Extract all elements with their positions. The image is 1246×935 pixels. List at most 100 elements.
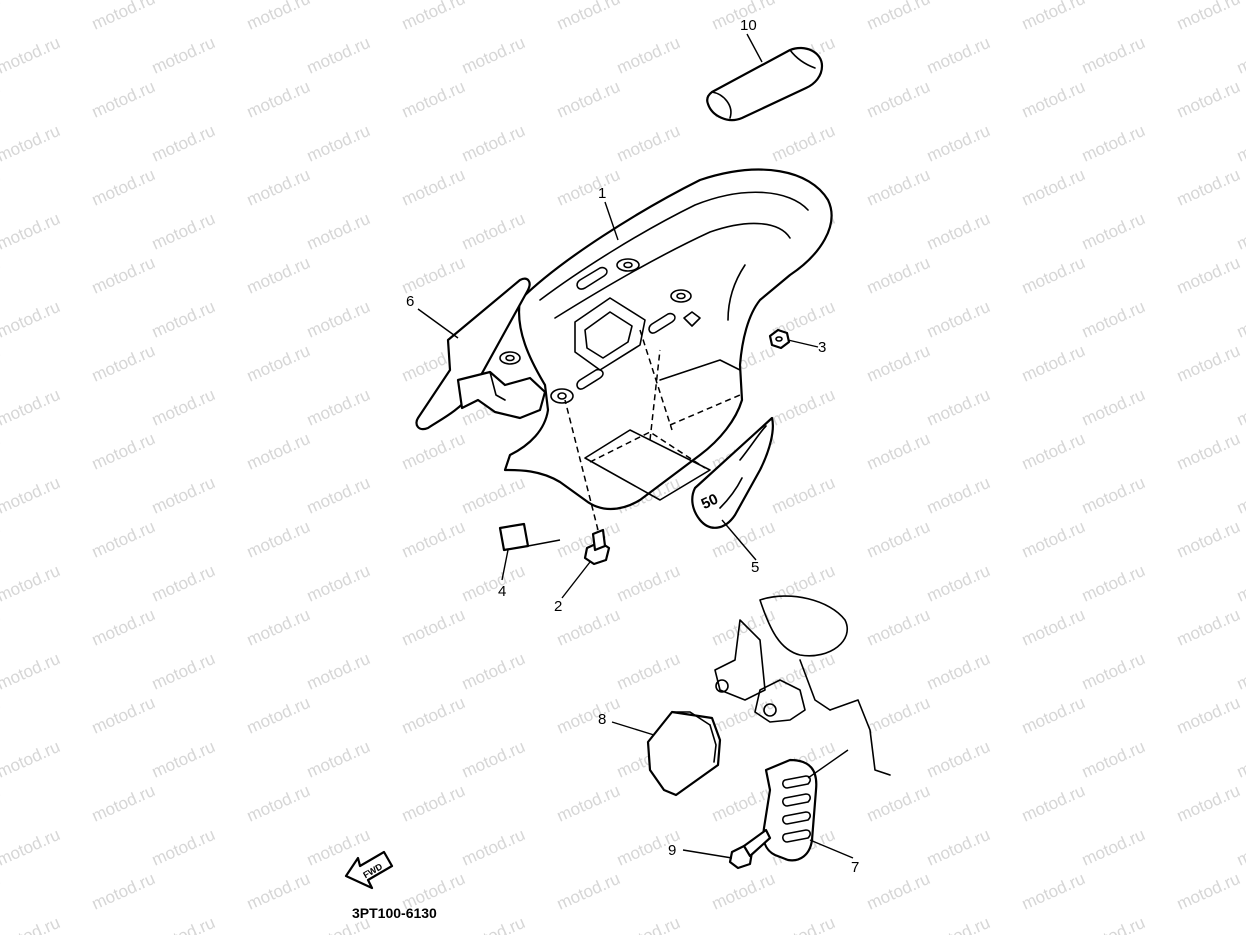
callout-3[interactable]: 3: [818, 339, 826, 356]
watermark-text: motod.ru: [1079, 737, 1148, 782]
watermark-text: motod.ru: [459, 561, 528, 606]
watermark-text: motod.ru: [864, 77, 933, 122]
part-9-bolt[interactable]: [728, 828, 772, 870]
watermark-text: motod.ru: [769, 913, 838, 935]
watermark-text: motod.ru: [1019, 341, 1088, 386]
watermark-text: motod.ru: [864, 165, 933, 210]
watermark-text: motod.ru: [244, 605, 313, 650]
watermark-text: motod.ru: [149, 473, 218, 518]
watermark-text: motod.ru: [0, 77, 3, 122]
watermark-text: motod.ru: [554, 77, 623, 122]
watermark-text: motod.ru: [89, 77, 158, 122]
watermark-text: motod.ru: [89, 0, 158, 34]
callout-5[interactable]: 5: [751, 559, 759, 576]
callout-2[interactable]: 2: [554, 598, 562, 615]
watermark-text: motod.ru: [244, 781, 313, 826]
watermark-text: motod.ru: [399, 781, 468, 826]
watermark-text: motod.ru: [1019, 693, 1088, 738]
watermark-text: motod.ru: [554, 165, 623, 210]
watermark-text: motod.ru: [459, 121, 528, 166]
watermark-text: motod.ru: [864, 341, 933, 386]
watermark-text: motod.ru: [149, 825, 218, 870]
part-5-emblem[interactable]: 50: [691, 416, 774, 529]
watermark-text: motod.ru: [399, 693, 468, 738]
watermark-text: motod.ru: [1234, 297, 1246, 342]
watermark-text: motod.ru: [769, 121, 838, 166]
watermark-text: motod.ru: [1174, 693, 1243, 738]
watermark-text: motod.ru: [0, 869, 3, 914]
watermark-text: motod.ru: [1174, 253, 1243, 298]
watermark-text: motod.ru: [0, 165, 3, 210]
part-8-bracket[interactable]: [646, 710, 722, 797]
watermark-text: motod.ru: [0, 297, 63, 342]
watermark-text: motod.ru: [399, 253, 468, 298]
watermark-text: motod.ru: [244, 253, 313, 298]
watermark-text: motod.ru: [399, 429, 468, 474]
callout-9[interactable]: 9: [668, 842, 676, 859]
part-2-bolt[interactable]: [564, 399, 611, 566]
watermark-text: motod.ru: [1234, 385, 1246, 430]
watermark-text: motod.ru: [1234, 209, 1246, 254]
part-3-nut[interactable]: [768, 328, 791, 350]
watermark-text: motod.ru: [924, 825, 993, 870]
part-7-guard[interactable]: [762, 758, 818, 862]
watermark-text: motod.ru: [1174, 165, 1243, 210]
watermark-text: motod.ru: [459, 33, 528, 78]
watermark-text: motod.ru: [864, 517, 933, 562]
watermark-text: motod.ru: [304, 561, 373, 606]
emblem-text: 50: [699, 491, 721, 513]
watermark-text: motod.ru: [149, 561, 218, 606]
watermark-text: motod.ru: [769, 473, 838, 518]
watermark-text: motod.ru: [1174, 517, 1243, 562]
watermark-text: motod.ru: [1079, 473, 1148, 518]
watermark-text: motod.ru: [0, 649, 63, 694]
watermark-text: motod.ru: [924, 737, 993, 782]
watermark-text: motod.ru: [1079, 385, 1148, 430]
watermark-text: motod.ru: [89, 605, 158, 650]
watermark-text: motod.ru: [864, 253, 933, 298]
part-10-cover[interactable]: [706, 46, 824, 122]
callout-7[interactable]: 7: [851, 859, 859, 876]
watermark-text: motod.ru: [1079, 913, 1148, 935]
watermark-text: motod.ru: [0, 209, 63, 254]
watermark-text: motod.ru: [554, 693, 623, 738]
watermark-text: motod.ru: [244, 517, 313, 562]
watermark-text: motod.ru: [399, 0, 468, 34]
watermark-text: motod.ru: [399, 165, 468, 210]
watermark-text: motod.ru: [614, 33, 683, 78]
callout-6[interactable]: 6: [406, 293, 414, 310]
callout-8[interactable]: 8: [598, 711, 606, 728]
watermark-text: motod.ru: [304, 649, 373, 694]
watermark-text: motod.ru: [924, 561, 993, 606]
watermark-text: motod.ru: [1079, 825, 1148, 870]
callout-1[interactable]: 1: [598, 185, 606, 202]
part-1-rear-fender[interactable]: [499, 168, 833, 511]
watermark-text: motod.ru: [1234, 913, 1246, 935]
leader-lines: [417, 33, 854, 859]
watermark-text: motod.ru: [89, 165, 158, 210]
watermark-text: motod.ru: [1019, 517, 1088, 562]
watermark-text: motod.ru: [149, 913, 218, 935]
callout-4[interactable]: 4: [498, 583, 506, 600]
watermark-text: motod.ru: [399, 77, 468, 122]
watermark-text: motod.ru: [1174, 781, 1243, 826]
part-6-side-plate[interactable]: [415, 277, 547, 431]
watermark-text: motod.ru: [1079, 33, 1148, 78]
watermark-text: motod.ru: [244, 869, 313, 914]
watermark-text: motod.ru: [89, 517, 158, 562]
watermark-text: motod.ru: [1019, 165, 1088, 210]
watermark-text: motod.ru: [1079, 209, 1148, 254]
callout-10[interactable]: 10: [740, 17, 757, 34]
watermark-text: motod.ru: [864, 781, 933, 826]
watermark-text: motod.ru: [924, 33, 993, 78]
watermark-text: motod.ru: [554, 781, 623, 826]
watermark-text: motod.ru: [1174, 341, 1243, 386]
watermark-text: motod.ru: [0, 517, 3, 562]
watermark-text: motod.ru: [244, 0, 313, 34]
part-4-pad[interactable]: [498, 522, 530, 552]
watermark-text: motod.ru: [864, 869, 933, 914]
watermark-text: motod.ru: [304, 121, 373, 166]
watermark-text: motod.ru: [244, 429, 313, 474]
watermark-text: motod.ru: [1174, 605, 1243, 650]
